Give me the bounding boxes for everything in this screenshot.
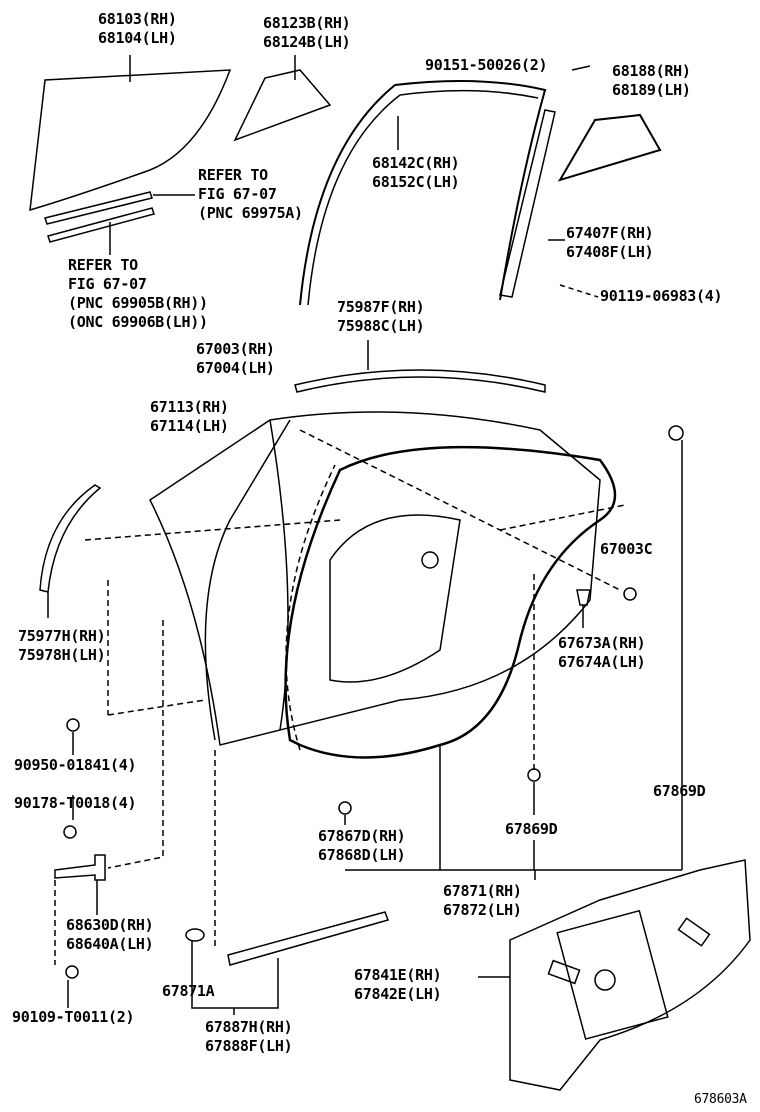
part-number: 67674A(LH) [558,653,646,671]
label-clip-67871a: 67871A [162,982,215,1000]
service-hole-cover [509,859,751,1091]
label-bolt-right: 90119-06983(4) [600,287,723,305]
part-number: 67114(LH) [150,417,229,435]
part-number: 75977H(RH) [18,627,106,645]
quarter-glass [233,69,332,142]
part-number: 75978H(LH) [18,646,106,664]
part-number: 67867D(RH) [318,827,406,845]
figure-id: 678603A [694,1092,747,1107]
run-channel [299,80,547,306]
part-number: 68640A(LH) [66,935,154,953]
part-number: 75987F(RH) [337,298,425,316]
door-glass [29,69,232,212]
frame-moulding [294,369,546,393]
part-number: 68124B(LH) [263,33,351,51]
label-door-hinge: 67113(RH)67114(LH) [150,398,229,436]
note: (PNC 69975A) [198,204,303,222]
note: REFER TO [68,256,138,274]
label-cap: 67673A(RH)67674A(LH) [558,634,646,672]
door-check [54,854,106,881]
part-number: 67842E(LH) [354,985,442,1003]
part-number: 67408F(LH) [566,243,654,261]
part-number: 67004(LH) [196,359,275,377]
label-bolt-check: 90178-T0018(4) [14,794,137,812]
note: REFER TO [198,166,268,184]
belt-moulding-inner [47,207,155,243]
part-number: 68152C(LH) [372,173,460,191]
label-frame-mould: 75987F(RH)75988C(LH) [337,298,425,336]
note: (ONC 69906B(LH)) [68,313,208,331]
part-number: 68189(LH) [612,81,691,99]
label-pillar-mould: 75977H(RH)75978H(LH) [18,627,106,665]
part-number: 67871(RH) [443,882,522,900]
part-number: 68188(RH) [612,62,691,80]
label-door-panel: 67003(RH)67004(LH) [196,340,275,378]
label-screw-top: 90151-50026(2) [425,56,548,74]
label-service-hole-cover: 67841E(RH)67842E(LH) [354,966,442,1004]
note: FIG 67-07 [198,185,277,203]
part-number: 68104(LH) [98,29,177,47]
belt-moulding-outer [44,191,153,225]
label-lower-weatherstrip: 67887H(RH)67888F(LH) [205,1018,293,1056]
label-run-channel: 68142C(RH)68152C(LH) [372,154,460,192]
lower-weatherstrip [227,911,389,966]
note: (PNC 69905B(RH)) [68,294,208,312]
label-weatherstrip: 67871(RH)67872(LH) [443,882,522,920]
label-clip-67869d: 67869D [505,820,558,838]
part-number: 67841E(RH) [354,966,442,984]
part-number: 67868D(LH) [318,846,406,864]
division-bar [499,109,556,298]
label-clip-bottom: 67867D(RH)67868D(LH) [318,827,406,865]
label-weatherstrip-right: 67869D [653,782,706,800]
part-number: 68103(RH) [98,10,177,28]
part-number: 67872(LH) [443,901,522,919]
quarter-glass-rear [557,113,662,182]
label-bolt-bottom: 90109-T0011(2) [12,1008,135,1026]
pillar-moulding [39,484,102,593]
label-glass-quarter: 68123B(RH)68124B(LH) [263,14,351,52]
part-number: 67673A(RH) [558,634,646,652]
part-number: 67003(RH) [196,340,275,358]
part-number: 75988C(LH) [337,317,425,335]
part-number: 67887H(RH) [205,1018,293,1036]
label-division-bar: 67407F(RH)67408F(LH) [566,224,654,262]
label-quarter-glass-rear: 68188(RH)68189(LH) [612,62,691,100]
part-number: 67407F(RH) [566,224,654,242]
label-bolt-left: 90950-01841(4) [14,756,137,774]
label-check-assy: 68630D(RH)68640A(LH) [66,916,154,954]
door-panel [149,411,601,746]
note: FIG 67-07 [68,275,147,293]
part-number: 67888F(LH) [205,1037,293,1055]
label-glass-main: 68103(RH)68104(LH) [98,10,177,48]
weatherstrip [284,445,617,759]
part-number: 67113(RH) [150,398,229,416]
part-number: 68142C(RH) [372,154,460,172]
label-clip-67003c: 67003C [600,540,653,558]
part-number: 68123B(RH) [263,14,351,32]
part-number: 68630D(RH) [66,916,154,934]
